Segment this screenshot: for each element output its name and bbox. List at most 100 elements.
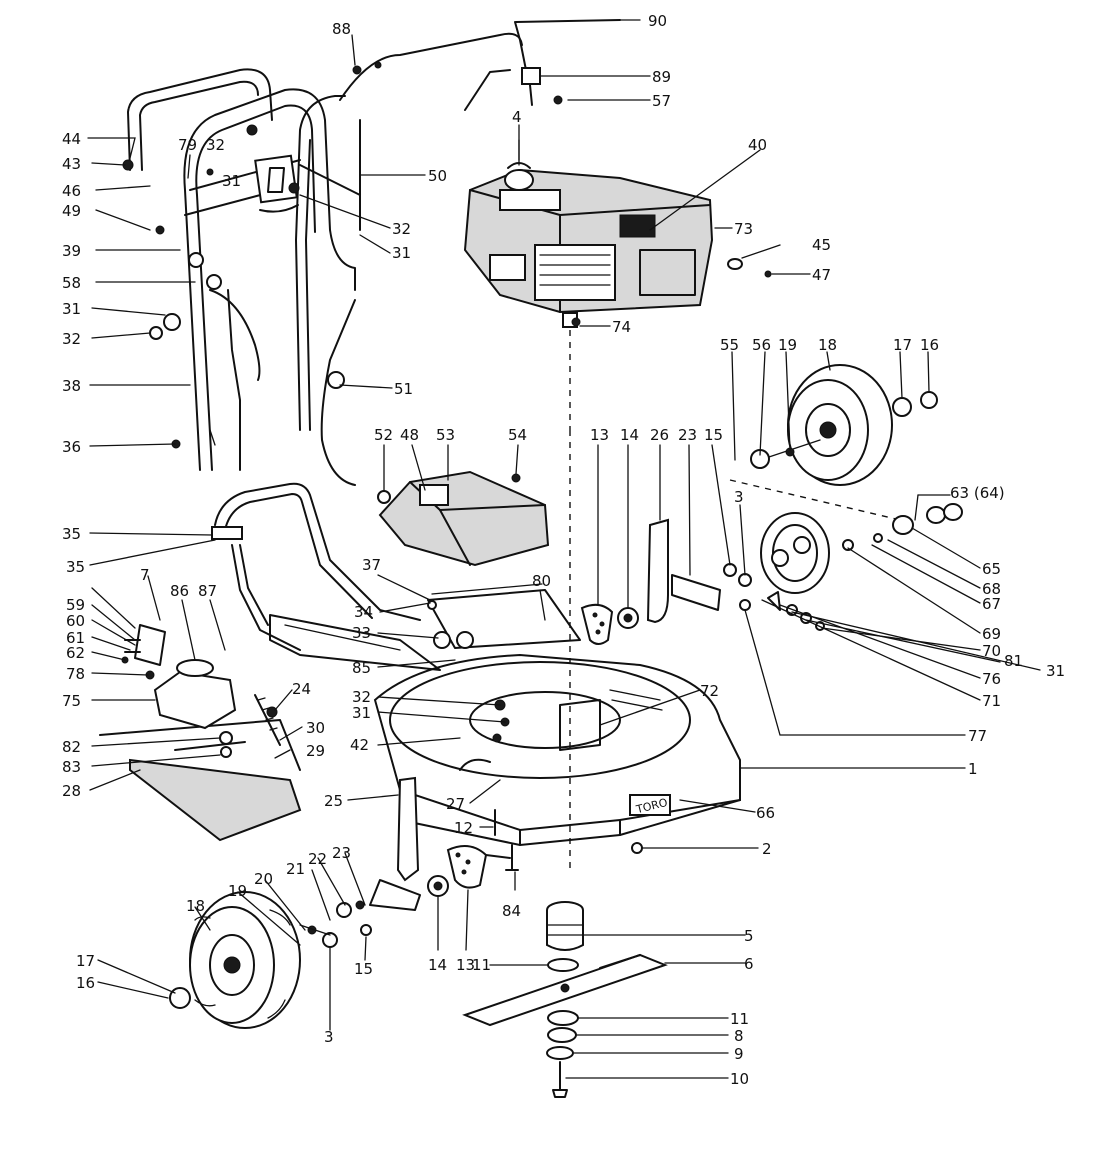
callout-31a: 31 [222,172,241,190]
callout-86: 86 [170,582,189,600]
deck-adapter-72 [559,430,601,870]
callout-51: 51 [394,380,413,398]
callout-31e: 31 [352,704,371,722]
height-adjust-lever-26 [646,518,752,624]
callout-36: 36 [62,438,81,456]
callout-24: 24 [292,680,311,698]
upper-handle [127,68,356,471]
wheel-adjuster-plate [729,479,963,594]
callout-55: 55 [720,336,739,354]
callout-32a: 32 [206,136,225,154]
callout-58: 58 [62,274,81,292]
callout-42: 42 [350,736,369,754]
callout-72: 72 [700,682,719,700]
callout-8: 8 [734,1027,744,1045]
callout-6: 6 [744,955,754,973]
callout-85: 85 [352,659,371,677]
callout-63: 63 (64) [950,484,1005,502]
callout-71: 71 [982,692,1001,710]
callout-17b: 17 [76,952,95,970]
callout-11a: 11 [472,956,491,974]
callout-23b: 23 [332,844,351,862]
callout-28: 28 [62,782,81,800]
callout-32c: 32 [392,220,411,238]
callout-9: 9 [734,1045,744,1063]
callout-26: 26 [650,426,669,444]
callout-4: 4 [512,108,522,126]
callout-66: 66 [756,804,775,822]
callout-35b: 35 [66,558,85,576]
callout-14b: 14 [428,956,447,974]
callout-70: 70 [982,642,1001,660]
rear-wheel-upper [750,364,938,486]
leader-lines [87,19,1041,1079]
adjuster-plate-13 [580,603,639,645]
zone-control-box [254,154,299,213]
callout-89: 89 [652,68,671,86]
callout-65: 65 [982,560,1001,578]
callout-90: 90 [648,12,667,30]
callout-52: 52 [374,426,393,444]
callout-15b: 15 [354,960,373,978]
blade-adapter-5 [546,901,584,951]
callout-81: 81 [1004,652,1023,670]
engine-bolts [553,95,772,278]
callout-3b: 3 [324,1028,334,1046]
callout-48: 48 [400,426,419,444]
callout-13b: 13 [456,956,475,974]
callout-32d: 32 [352,688,371,706]
callout-88: 88 [332,20,351,38]
washers-stack [546,958,579,1098]
callout-77: 77 [968,727,987,745]
callout-84: 84 [502,902,521,920]
callout-79: 79 [178,136,197,154]
callout-12: 12 [454,819,473,837]
lower-adjuster-plate-13 [446,845,511,889]
callout-labels: 90 88 89 57 4 40 73 45 47 74 44 43 79 32… [62,12,1065,1088]
callout-27: 27 [446,795,465,813]
baffle-plate [269,614,441,671]
callout-15a: 15 [704,426,723,444]
callout-32b: 32 [62,330,81,348]
callout-2: 2 [762,840,772,858]
callout-35a: 35 [62,525,81,543]
callout-46: 46 [62,182,81,200]
shroud-48 [377,470,550,567]
callout-31b: 31 [62,300,81,318]
callout-5: 5 [744,927,754,945]
handle-knobs [122,124,345,449]
lower-handle [211,482,421,651]
callout-30: 30 [306,719,325,737]
bracket-7 [121,624,166,680]
callout-59: 59 [66,596,85,614]
callout-87: 87 [198,582,217,600]
front-wheel-18 [169,891,372,1029]
callout-21: 21 [286,860,305,878]
callout-22: 22 [308,850,327,868]
callout-80: 80 [532,572,551,590]
callout-49: 49 [62,202,81,220]
callout-57: 57 [652,92,671,110]
callout-25: 25 [324,792,343,810]
callout-82: 82 [62,738,81,756]
callout-10: 10 [730,1070,749,1088]
callout-7: 7 [140,566,150,584]
callout-73: 73 [734,220,753,238]
callout-18b: 18 [186,897,205,915]
callout-60: 60 [66,612,85,630]
callout-67: 67 [982,595,1001,613]
callout-31d: 31 [1046,662,1065,680]
callout-19a: 19 [778,336,797,354]
cable-clip-90 [514,19,621,81]
callout-31c: 31 [392,244,411,262]
engine-shaft-74 [562,312,581,430]
callout-47: 47 [812,266,831,284]
callout-62: 62 [66,644,85,662]
side-discharge-chute-28 [99,719,302,842]
callout-74: 74 [612,318,631,336]
callout-38: 38 [62,377,81,395]
callout-29: 29 [306,742,325,760]
callout-23a: 23 [678,426,697,444]
